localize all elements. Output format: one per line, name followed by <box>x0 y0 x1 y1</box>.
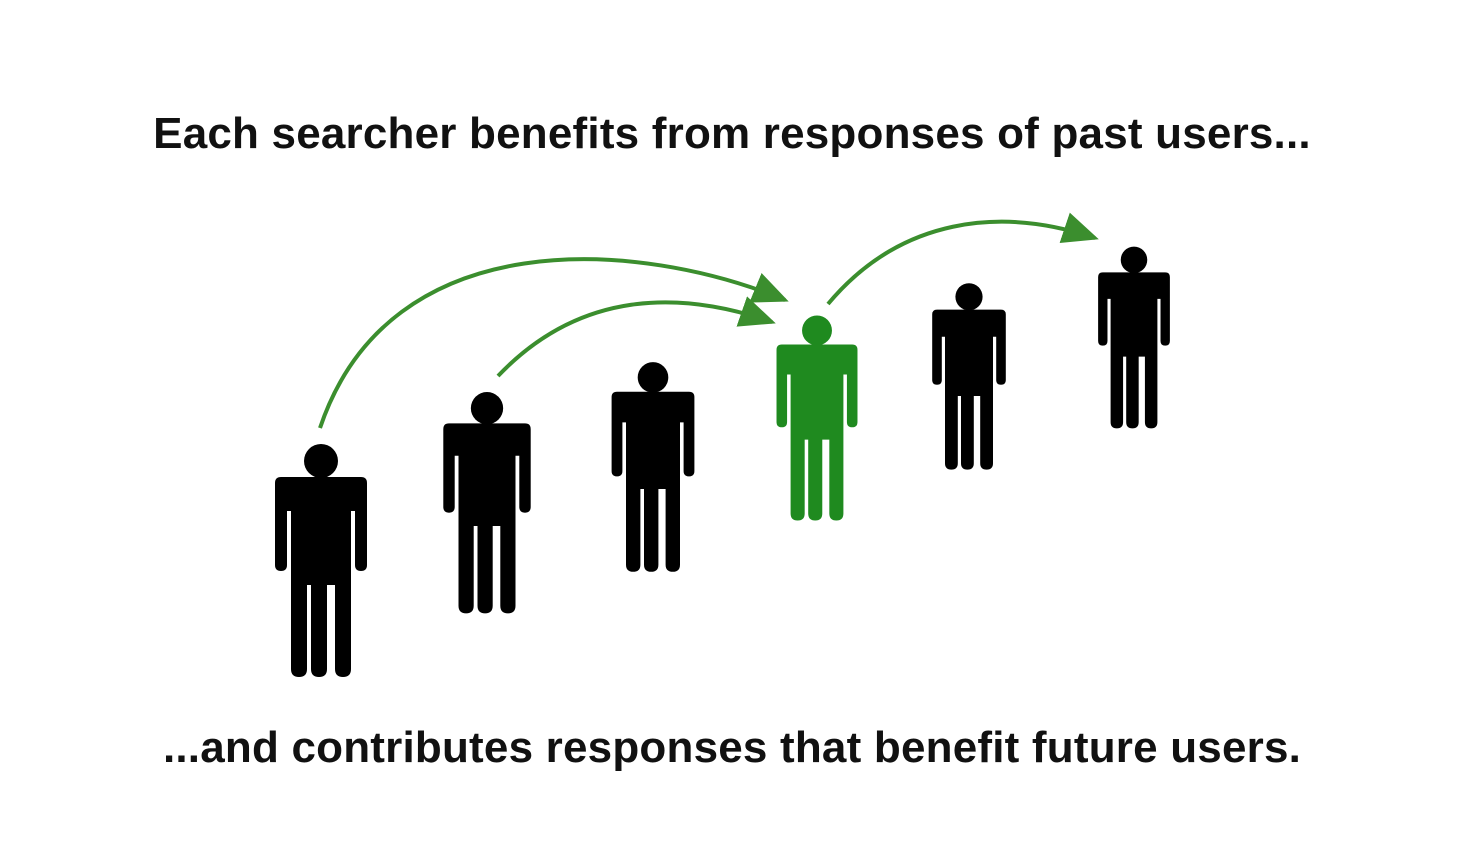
people-group <box>275 246 1170 677</box>
arrow-past-user-2-to-current <box>496 296 776 378</box>
person-icon <box>443 392 531 614</box>
person-icon <box>932 283 1006 470</box>
diagram-title: Each searcher benefits from responses of… <box>153 109 1311 158</box>
person-icon <box>611 362 695 572</box>
highlighted-person-icon <box>776 315 858 521</box>
person-icon <box>275 444 367 677</box>
arrows-group <box>318 212 1099 429</box>
arrow-past-user-1-to-current <box>318 257 789 429</box>
diagram-subtitle: ...and contributes responses that benefi… <box>162 723 1302 772</box>
person-icon <box>1098 246 1170 429</box>
arrow-current-to-future-user-2 <box>826 212 1099 306</box>
